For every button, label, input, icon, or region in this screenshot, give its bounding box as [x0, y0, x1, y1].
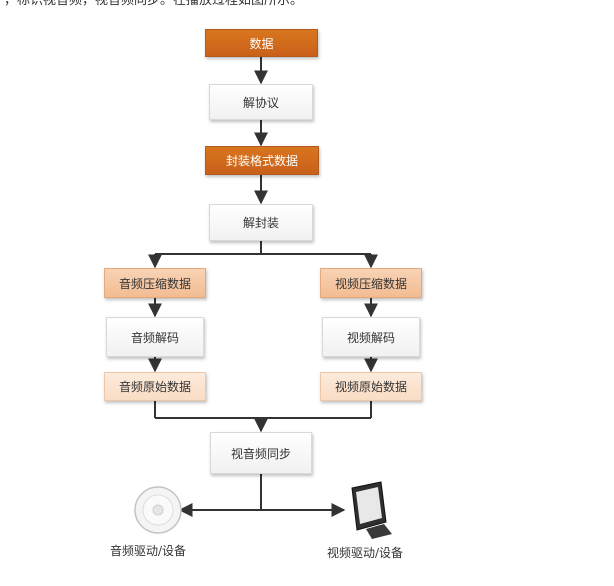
node-video-decode-label: 视频解码 — [346, 330, 395, 345]
node-av-sync: 视音频同步 — [210, 432, 312, 474]
node-demux-label: 解封装 — [242, 216, 279, 230]
node-data: 数据 — [205, 29, 318, 57]
node-audio-compressed-label: 音频压缩数据 — [118, 276, 191, 291]
node-demux: 解封装 — [209, 204, 313, 241]
node-audio-decode: 音频解码 — [106, 317, 204, 357]
audio-device-label: 音频驱动/设备 — [110, 544, 187, 558]
node-container-data-label: 封装格式数据 — [225, 154, 298, 168]
node-deprotocol: 解协议 — [209, 84, 313, 120]
node-av-sync-label: 视音频同步 — [230, 446, 291, 461]
monitor-icon — [351, 481, 392, 539]
node-video-compressed-label: 视频压缩数据 — [334, 276, 407, 291]
caption-fragment: ，标识视音频，视音频同步。在播放过程如图所示。 — [4, 0, 304, 8]
node-container-data: 封装格式数据 — [205, 146, 319, 175]
node-audio-raw: 音频原始数据 — [104, 372, 206, 401]
node-video-raw-label: 视频原始数据 — [334, 380, 407, 394]
node-audio-compressed: 音频压缩数据 — [104, 268, 206, 298]
node-data-label: 数据 — [249, 36, 274, 51]
node-video-compressed: 视频压缩数据 — [320, 268, 422, 298]
node-audio-decode-label: 音频解码 — [130, 330, 179, 345]
speaker-icon — [134, 486, 182, 534]
video-device-label: 视频驱动/设备 — [327, 546, 404, 560]
node-video-raw: 视频原始数据 — [320, 372, 422, 401]
node-deprotocol-label: 解协议 — [242, 95, 279, 110]
node-video-decode: 视频解码 — [322, 317, 420, 357]
node-audio-raw-label: 音频原始数据 — [118, 380, 191, 394]
